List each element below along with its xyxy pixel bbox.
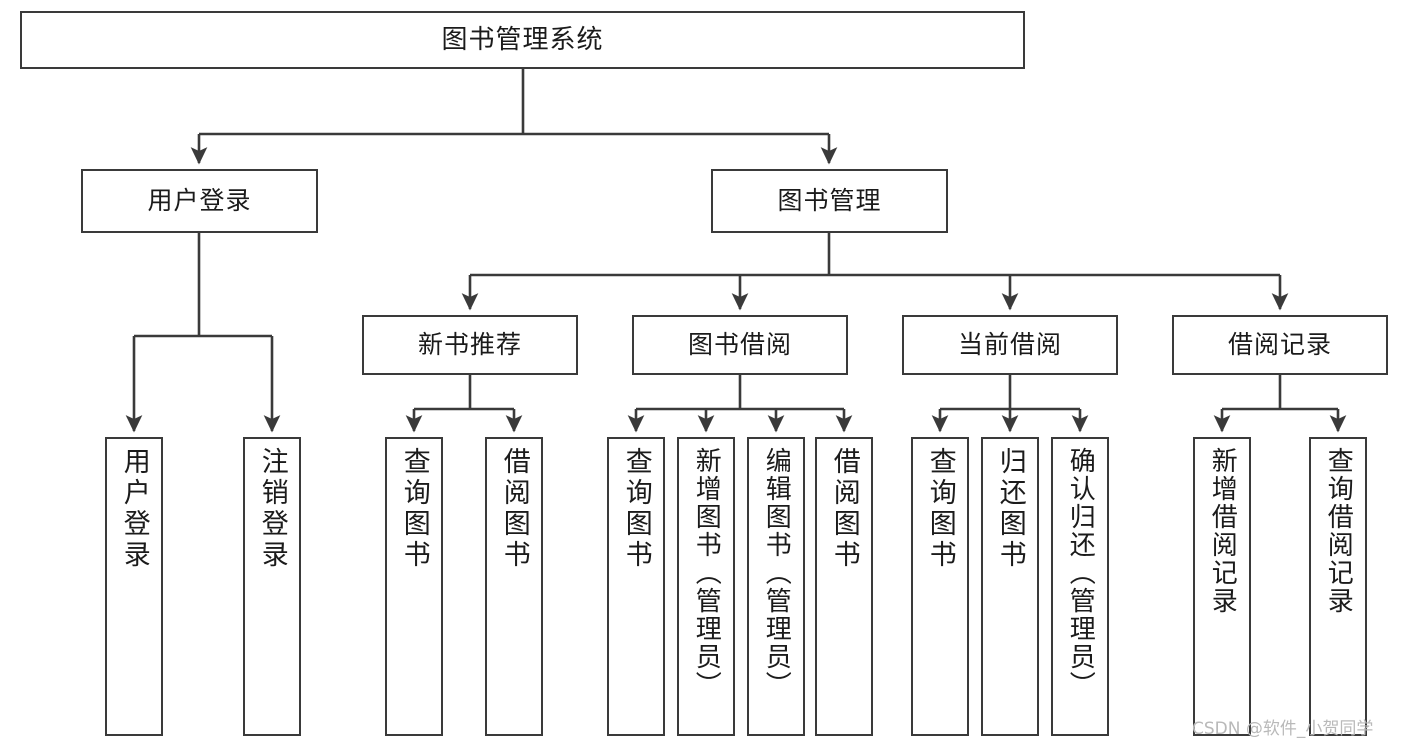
node-leaf-query-book-1[interactable]: 查询图书 [385, 437, 443, 736]
node-leaf-return-book-label: 归还图书 [994, 447, 1026, 571]
node-leaf-add-borrow-record[interactable]: 新增借阅记录 [1193, 437, 1251, 736]
node-user-login-label: 用户登录 [147, 186, 252, 216]
node-user-login[interactable]: 用户登录 [81, 169, 318, 233]
node-leaf-query-book-2[interactable]: 查询图书 [607, 437, 665, 736]
node-leaf-edit-book-label: 编辑图书（管理员） [761, 447, 792, 699]
node-leaf-add-borrow-record-label: 新增借阅记录 [1207, 447, 1238, 615]
node-root-label: 图书管理系统 [441, 24, 604, 55]
node-leaf-borrow-book-2-label: 借阅图书 [828, 447, 860, 571]
node-book-manage[interactable]: 图书管理 [711, 169, 948, 233]
node-leaf-add-book[interactable]: 新增图书（管理员） [677, 437, 735, 736]
node-leaf-query-book-2-label: 查询图书 [620, 447, 652, 571]
node-leaf-user-login[interactable]: 用户登录 [105, 437, 163, 736]
node-leaf-borrow-book-1[interactable]: 借阅图书 [485, 437, 543, 736]
node-leaf-return-book[interactable]: 归还图书 [981, 437, 1039, 736]
node-leaf-edit-book[interactable]: 编辑图书（管理员） [747, 437, 805, 736]
node-leaf-borrow-book-1-label: 借阅图书 [498, 447, 530, 571]
node-leaf-logout-login[interactable]: 注销登录 [243, 437, 301, 736]
node-leaf-user-login-label: 用户登录 [118, 447, 150, 571]
node-leaf-query-book-3[interactable]: 查询图书 [911, 437, 969, 736]
node-new-book-recommend-label: 新书推荐 [417, 330, 522, 360]
node-leaf-logout-login-label: 注销登录 [256, 447, 288, 571]
node-leaf-query-borrow-record-label: 查询借阅记录 [1323, 447, 1354, 615]
node-book-borrow[interactable]: 图书借阅 [632, 315, 848, 375]
node-leaf-borrow-book-2[interactable]: 借阅图书 [815, 437, 873, 736]
node-leaf-add-book-label: 新增图书（管理员） [691, 447, 722, 699]
node-current-borrow-label: 当前借阅 [957, 330, 1062, 360]
node-borrow-record[interactable]: 借阅记录 [1172, 315, 1388, 375]
node-root[interactable]: 图书管理系统 [20, 11, 1025, 69]
node-leaf-query-borrow-record[interactable]: 查询借阅记录 [1309, 437, 1367, 736]
node-book-manage-label: 图书管理 [777, 186, 882, 216]
node-leaf-query-book-1-label: 查询图书 [398, 447, 430, 571]
node-current-borrow[interactable]: 当前借阅 [902, 315, 1118, 375]
node-borrow-record-label: 借阅记录 [1227, 330, 1332, 360]
node-leaf-confirm-return-label: 确认归还（管理员） [1065, 447, 1096, 699]
node-leaf-confirm-return[interactable]: 确认归还（管理员） [1051, 437, 1109, 736]
node-book-borrow-label: 图书借阅 [687, 330, 792, 360]
node-new-book-recommend[interactable]: 新书推荐 [362, 315, 578, 375]
watermark-text: CSDN @软件_小贺同学 [1192, 719, 1374, 739]
node-leaf-query-book-3-label: 查询图书 [924, 447, 956, 571]
